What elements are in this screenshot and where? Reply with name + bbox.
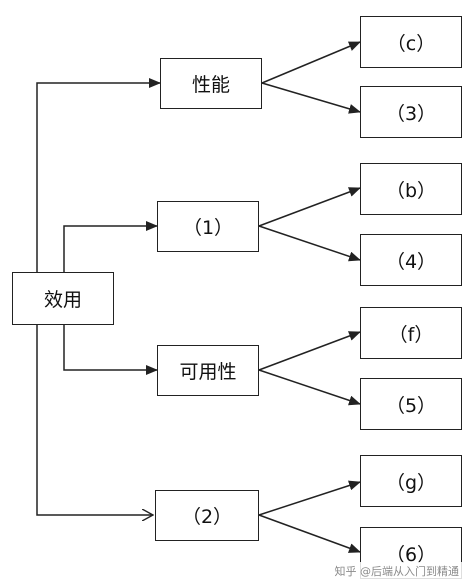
edge-root-to-group-3 (63, 325, 158, 375)
leaf-node-3b: （5） (360, 378, 462, 430)
leaf-node-3a: （f） (360, 307, 462, 359)
edge-group-4-to-child-2 (258, 514, 361, 553)
edge-group-1-to-child-2 (261, 82, 361, 114)
edge-group-3-to-child-2 (258, 369, 361, 406)
group-node-4: （2） (155, 490, 259, 541)
leaf-node-4a: （g） (360, 455, 462, 507)
group-node-3: 可用性 (157, 345, 259, 396)
edge-group-3-to-child-1 (258, 331, 361, 371)
leaf-node-1b: （3） (360, 86, 462, 138)
leaf-node-2b: （4） (360, 234, 462, 286)
edge-group-1-to-child-1 (261, 41, 361, 84)
leaf-node-2a: （b） (360, 163, 462, 215)
edge-group-2-to-child-1 (258, 187, 361, 227)
group-node-1: 性能 (160, 58, 262, 109)
edge-root-to-group-4 (36, 325, 153, 515)
root-node: 效用 (12, 272, 114, 325)
group-node-2: （1） (157, 201, 259, 252)
edge-root-to-group-1 (36, 78, 161, 272)
leaf-node-1a: （c） (360, 16, 462, 68)
edge-root-to-group-2 (63, 221, 158, 272)
edge-group-4-to-child-1 (258, 480, 361, 516)
watermark-text: 知乎 @后端从入门到精通 (331, 562, 462, 580)
edge-group-2-to-child-2 (258, 225, 361, 262)
